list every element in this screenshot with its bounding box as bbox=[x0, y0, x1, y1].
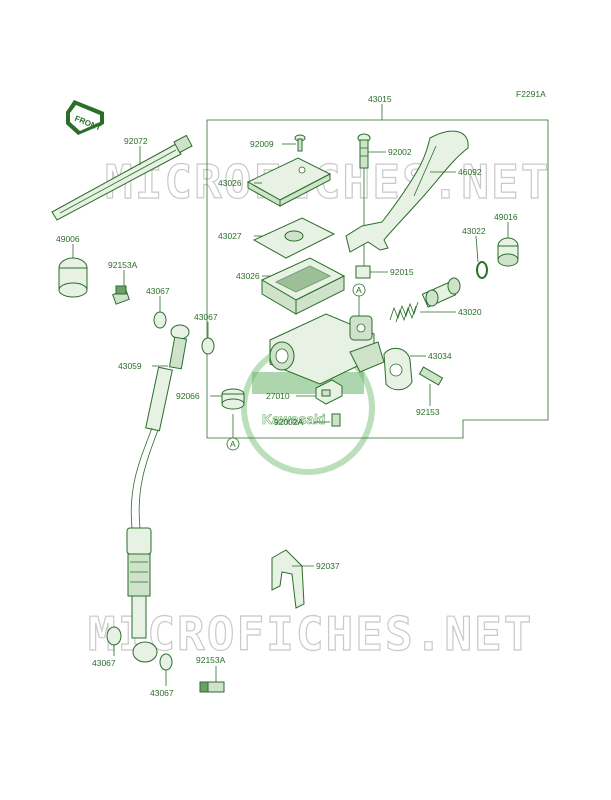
front-arrow-icon: FRONT bbox=[66, 100, 104, 135]
label-46092: 46092 bbox=[458, 167, 482, 177]
banjo-bolt-top bbox=[112, 285, 130, 305]
label-92153A-bottom: 92153A bbox=[196, 655, 226, 665]
label-43067-c: 43067 bbox=[92, 658, 116, 668]
cable-tie-part bbox=[51, 134, 193, 221]
master-cylinder-body bbox=[269, 313, 385, 385]
nut-92015-part bbox=[355, 265, 371, 279]
logo-text: Kawasaki bbox=[262, 411, 326, 427]
ref-mark-a-top: A bbox=[352, 283, 366, 318]
label-43059: 43059 bbox=[118, 361, 142, 371]
label-27010: 27010 bbox=[266, 391, 290, 401]
label-49006: 49006 bbox=[56, 234, 80, 244]
label-43022: 43022 bbox=[462, 226, 486, 236]
label-43026-cap: 43026 bbox=[218, 178, 242, 188]
piston-kit-part bbox=[389, 277, 461, 323]
watermark-bottom: MICROFICHES.NET bbox=[88, 607, 533, 661]
banjo-bolt-bottom bbox=[199, 681, 225, 693]
figure-id: F2291A bbox=[516, 89, 546, 99]
switch-part bbox=[315, 379, 343, 405]
washer-b bbox=[201, 337, 215, 355]
screw-92002A-part bbox=[331, 413, 341, 427]
label-43027: 43027 bbox=[218, 231, 242, 241]
label-43067-b: 43067 bbox=[194, 312, 218, 322]
label-92015: 92015 bbox=[390, 267, 414, 277]
svg-text:A: A bbox=[230, 439, 236, 449]
label-43015: 43015 bbox=[368, 94, 392, 104]
label-43034: 43034 bbox=[428, 351, 452, 361]
reservoir-cap-part bbox=[246, 157, 332, 207]
bolt-92153-part bbox=[418, 366, 444, 386]
label-43026-body: 43026 bbox=[236, 271, 260, 281]
brake-lever-part bbox=[345, 130, 469, 253]
label-43067-d: 43067 bbox=[150, 688, 174, 698]
label-92002A: 92002A bbox=[274, 417, 304, 427]
label-92066: 92066 bbox=[176, 391, 200, 401]
clamp-92037-part bbox=[271, 549, 305, 609]
diaphragm-plate-part bbox=[252, 217, 336, 259]
svg-text:A: A bbox=[356, 285, 362, 295]
label-43067-a: 43067 bbox=[146, 286, 170, 296]
label-49016: 49016 bbox=[494, 212, 518, 222]
cap-part bbox=[221, 388, 245, 410]
assembly-outline bbox=[206, 119, 549, 439]
label-92153: 92153 bbox=[416, 407, 440, 417]
label-92002: 92002 bbox=[388, 147, 412, 157]
diaphragm-part bbox=[260, 257, 346, 315]
label-92153A-top: 92153A bbox=[108, 260, 138, 270]
clamp-part bbox=[383, 347, 413, 391]
ref-mark-a-bottom: A bbox=[226, 414, 240, 451]
watermark-top: MICROFICHES.NET bbox=[105, 155, 550, 209]
rubber-cover-part bbox=[58, 257, 88, 298]
screw-92009-part bbox=[294, 134, 306, 152]
washer-d bbox=[159, 653, 173, 671]
cap-49016-part bbox=[497, 237, 519, 267]
label-43020: 43020 bbox=[458, 307, 482, 317]
washer-c bbox=[106, 626, 122, 646]
brake-hose-part bbox=[126, 324, 190, 663]
label-92072: 92072 bbox=[124, 136, 148, 146]
circlip-part bbox=[476, 261, 488, 279]
label-92009: 92009 bbox=[250, 139, 274, 149]
screw-92002-part bbox=[357, 133, 371, 270]
label-92037: 92037 bbox=[316, 561, 340, 571]
washer-a bbox=[153, 311, 167, 329]
